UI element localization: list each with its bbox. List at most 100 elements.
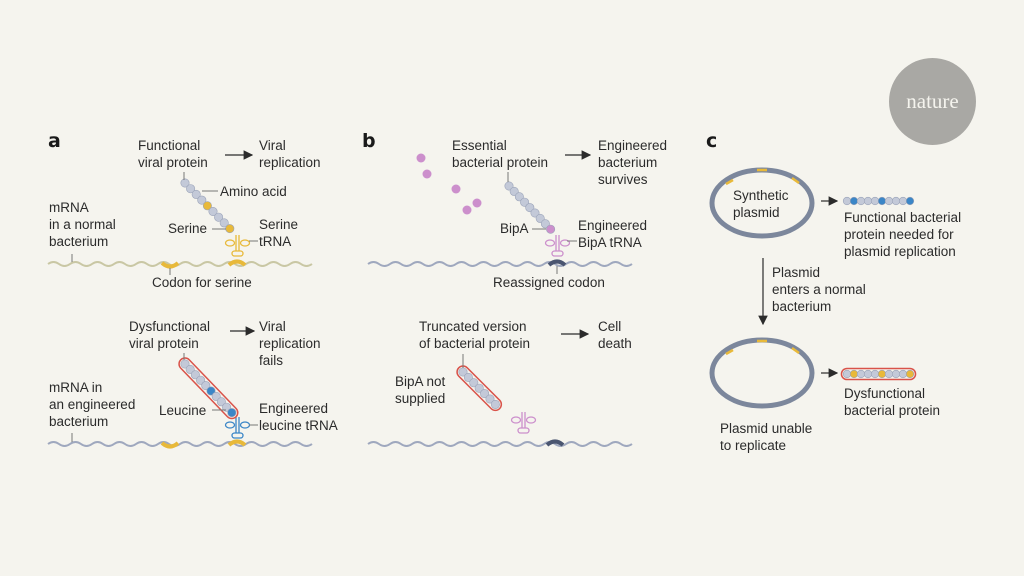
trna-anticodon-loop: [231, 250, 244, 257]
replication-fails-label: Viral replication fails: [259, 319, 321, 368]
serine-label: Serine: [168, 221, 208, 236]
amino-acid-bead: [525, 203, 535, 213]
amino-acid-bead: [180, 178, 190, 188]
amino-acid-bead: [219, 218, 229, 228]
trna-arm-right: [239, 239, 251, 247]
amino-acid-bead: [191, 189, 201, 199]
amino-acid-bead: [211, 391, 221, 401]
essential-protein-chain: [504, 181, 556, 234]
serine-bead: [849, 369, 859, 379]
synthetic-plasmid-label: Synthetic plasmid: [733, 188, 789, 220]
panel-c-graphics: [709, 167, 917, 409]
amino-acid-bead: [842, 196, 852, 206]
leucine-bead: [206, 386, 216, 396]
leucine-bead: [849, 196, 859, 206]
engineered-bipa-trna: [544, 235, 571, 257]
bipa-not-supplied-label: BipA not supplied: [395, 374, 446, 406]
bacterium-survives-label: Engineered bacterium survives: [598, 138, 668, 187]
panel-letter-c: c: [706, 130, 718, 152]
unloaded-bipa-trna: [510, 412, 537, 434]
mrna-strand-normal: [47, 261, 313, 267]
reassigned-codon: [545, 439, 565, 447]
trna-arm-left: [510, 416, 522, 424]
amino-acid-bead: [884, 196, 894, 206]
amino-acid-bead: [469, 378, 479, 388]
engineered-leucine-trna-label: Engineered leucine tRNA: [259, 401, 338, 433]
amino-acid-bead: [509, 186, 519, 196]
bipa-molecule: [422, 169, 432, 179]
amino-acid-bead: [463, 372, 473, 382]
bipa-molecule: [472, 198, 482, 208]
amino-acid-bead: [216, 397, 226, 407]
plasmid-gene-mark: [791, 176, 800, 185]
amino-acid-bead: [870, 196, 880, 206]
dysfunctional-viral-protein-chain: [178, 357, 239, 420]
mrna-normal-label: mRNA in a normal bacterium: [49, 200, 116, 249]
mrna-engineered-label: mRNA in an engineered bacterium: [49, 380, 136, 429]
amino-acid-bead: [190, 370, 200, 380]
amino-acid-bead: [514, 192, 524, 202]
amino-acid-bead: [485, 394, 495, 404]
amino-acid-bead: [856, 369, 866, 379]
codon-for-serine-label: Codon for serine: [152, 275, 252, 290]
panel-b-bottom-graphics: [367, 329, 633, 447]
amino-acid-bead: [856, 196, 866, 206]
serine-bead: [225, 224, 235, 234]
mrna-strand: [367, 261, 633, 267]
amino-acid-bead: [884, 369, 894, 379]
engineered-bipa-trna-label: Engineered BipA tRNA: [578, 218, 648, 250]
amino-acid-bead: [535, 213, 545, 223]
trna-arm-left: [544, 239, 556, 247]
truncated-protein-chain: [456, 365, 503, 412]
trna-arm-left: [224, 239, 236, 247]
non-replicating-plasmid: [709, 337, 815, 409]
amino-acid-bead: [520, 197, 530, 207]
amino-acid-bead: [186, 184, 196, 194]
amino-acid-bead: [197, 195, 207, 205]
trna-arm-right: [559, 239, 571, 247]
amino-acid-bead: [842, 369, 852, 379]
serine-trna: [224, 235, 251, 257]
essential-protein-label: Essential bacterial protein: [452, 138, 549, 170]
reassigned-codon: [547, 259, 567, 267]
amino-acid-bead: [504, 181, 514, 191]
panel-letter-b: b: [362, 130, 376, 152]
amino-acid-bead: [196, 375, 206, 385]
serine-bead: [877, 369, 887, 379]
engineered-leucine-trna: [224, 417, 251, 439]
amino-acid-bead: [214, 212, 224, 222]
cell-death-label: Cell death: [598, 319, 632, 351]
logo-text: nature: [906, 89, 959, 113]
bipa-molecule: [416, 153, 426, 163]
plasmid-gene-mark: [791, 346, 800, 355]
functional-bacterial-protein-label: Functional bacterial protein needed for …: [844, 210, 962, 259]
plasmid-gene-mark: [725, 178, 734, 186]
dysfunctional-bacterial-protein-chain: [840, 367, 917, 381]
amino-acid-bead: [180, 359, 190, 369]
leucine-bead: [877, 196, 887, 206]
leucine-bead: [227, 408, 237, 418]
panel-a-top-graphics: [47, 150, 313, 275]
functional-viral-protein-label: Functional viral protein: [138, 138, 208, 170]
trna-arm-right: [525, 416, 537, 424]
serine-trna-label: Serine tRNA: [259, 217, 299, 249]
codon-serine-1: [160, 261, 180, 269]
functional-bacterial-protein-chain: [842, 196, 915, 206]
leucine-bead: [905, 196, 915, 206]
panel-letter-a: a: [48, 130, 61, 152]
amino-acid-bead: [480, 389, 490, 399]
dysfunctional-viral-protein-label: Dysfunctional viral protein: [129, 319, 211, 351]
plasmid-unable-label: Plasmid unable to replicate: [720, 421, 813, 453]
panel-b-top-graphics: [367, 150, 633, 274]
plasmid-enters-label: Plasmid enters a normal bacterium: [772, 265, 866, 314]
amino-acid-bead: [870, 369, 880, 379]
codon-2: [227, 439, 247, 447]
codon-serine-2: [227, 259, 247, 267]
amino-acid-bead: [201, 381, 211, 391]
bipa-molecule: [462, 205, 472, 215]
amino-acid-bead: [891, 369, 901, 379]
amino-acid-label: Amino acid: [220, 184, 287, 199]
mrna-strand-engineered: [47, 441, 313, 447]
